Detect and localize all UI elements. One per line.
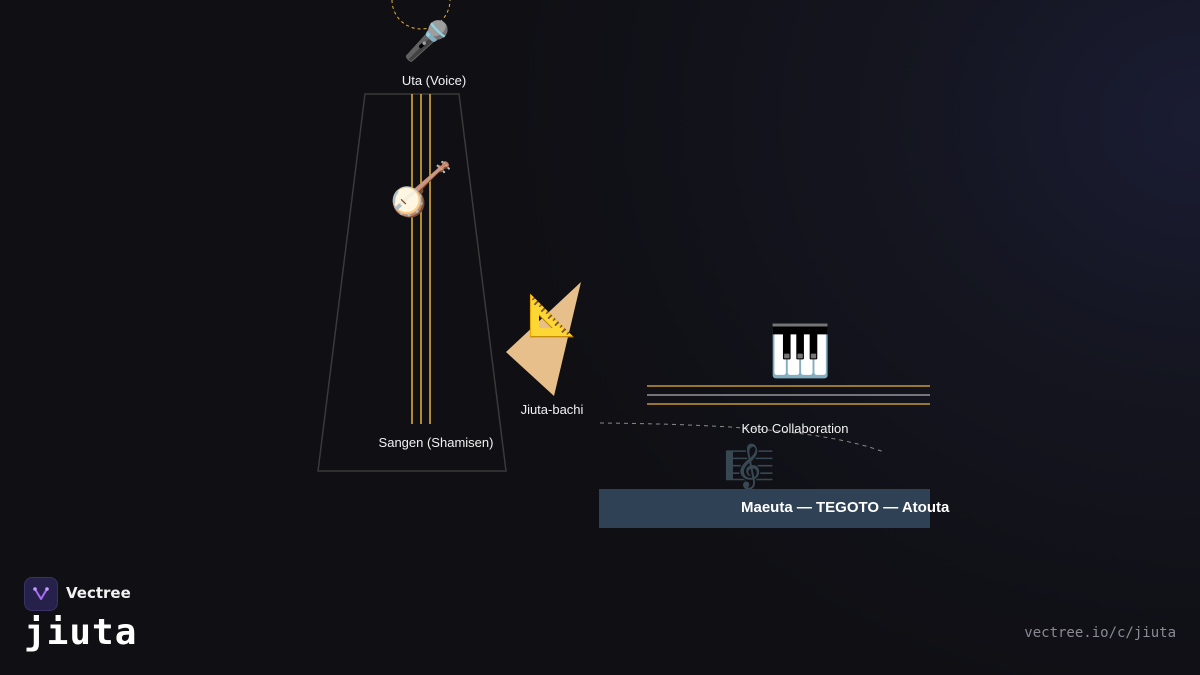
form-banner-label: Maeuta — TEGOTO — Atouta <box>741 499 950 516</box>
sangen-outline <box>317 93 507 472</box>
triangular-ruler-icon: 📐 <box>527 293 577 339</box>
microphone-icon: 🎤 <box>403 19 451 63</box>
musical-score-icon: 🎼 <box>723 442 776 491</box>
connector-curve <box>599 422 885 453</box>
form-banner <box>599 489 930 528</box>
voice-circle <box>391 0 451 30</box>
brand-name: Vectree <box>66 584 131 602</box>
page-url[interactable]: vectree.io/c/jiuta <box>1024 625 1176 641</box>
sangen-label: Sangen (Shamisen) <box>378 435 494 450</box>
bachi-shape <box>506 282 581 396</box>
koto-label: Koto Collaboration <box>741 421 849 436</box>
voice-label: Uta (Voice) <box>401 73 467 88</box>
vectree-logo-icon <box>24 577 58 611</box>
piano-keyboard-icon: 🎹 <box>769 322 832 380</box>
bachi-label: Jiuta-bachi <box>520 402 584 417</box>
page-title: jiuta <box>24 612 138 653</box>
banjo-icon: 🪕 <box>389 160 454 220</box>
